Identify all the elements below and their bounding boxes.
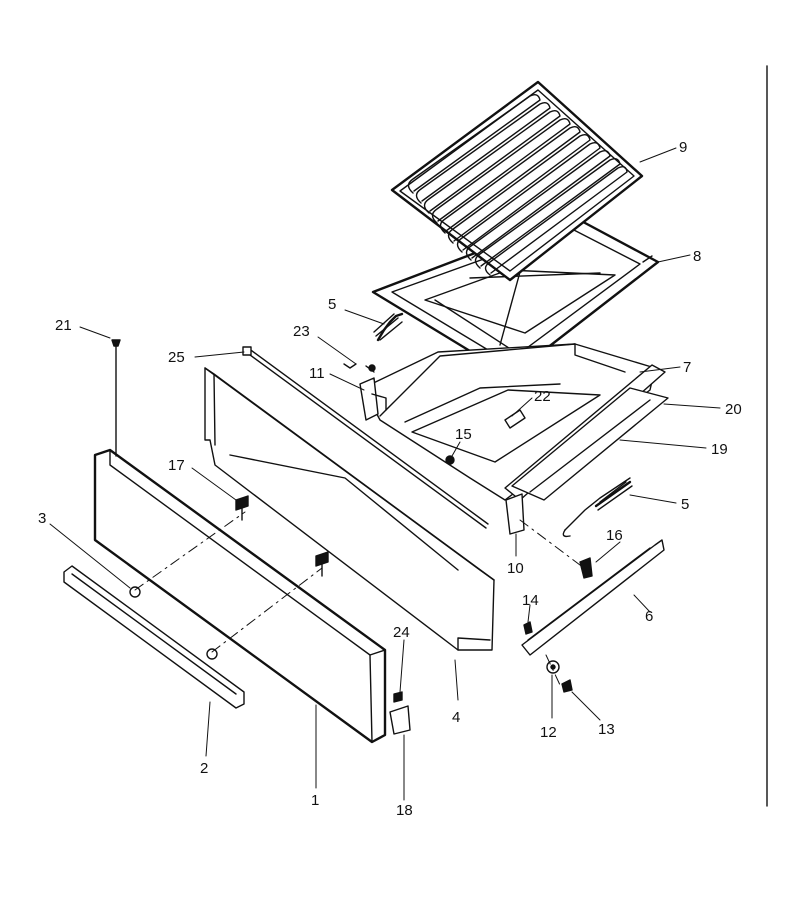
part-4-drawer-back-panel [204,367,495,651]
callout-6: 6 [645,608,653,625]
part-1-drawer-front [93,448,387,744]
callout-17: 17 [168,457,185,474]
callout-1: 1 [311,792,319,809]
callout-7: 7 [683,359,691,376]
part-2-handle-trim [63,565,245,709]
callout-8: 8 [693,248,701,265]
callout-23: 23 [293,323,310,340]
callout-19: 19 [711,441,728,458]
hardware-items [111,339,593,735]
callout-9: 9 [679,139,687,156]
callout-2: 2 [200,760,208,777]
part-25-rod [242,346,489,529]
callout-5-upper: 5 [328,296,336,313]
callout-10: 10 [507,560,524,577]
callout-22: 22 [534,388,551,405]
callout-20: 20 [725,401,742,418]
callout-13: 13 [598,721,615,738]
drawer-frame [343,343,669,535]
callout-3: 3 [38,510,46,527]
callout-24: 24 [393,624,410,641]
callout-11: 11 [309,365,325,382]
callout-12: 12 [540,724,557,741]
callout-14: 14 [522,592,539,609]
part-5-spring-lower [562,477,633,538]
callout-5-lower: 5 [681,496,689,513]
callout-18: 18 [396,802,413,819]
callout-21: 21 [55,317,72,334]
callout-15: 15 [455,426,472,443]
part-5-spring-upper [373,312,404,342]
callout-16: 16 [606,527,623,544]
assembly-lines [134,511,585,686]
callout-4: 4 [452,709,460,726]
part-9-broiler-grid [390,80,644,282]
leader-lines [49,147,721,801]
callout-labels: 9 8 5 23 21 25 11 7 22 20 19 15 17 5 3 1… [38,139,742,819]
part-6-drawer-rail [521,539,665,656]
callout-25: 25 [168,349,185,366]
